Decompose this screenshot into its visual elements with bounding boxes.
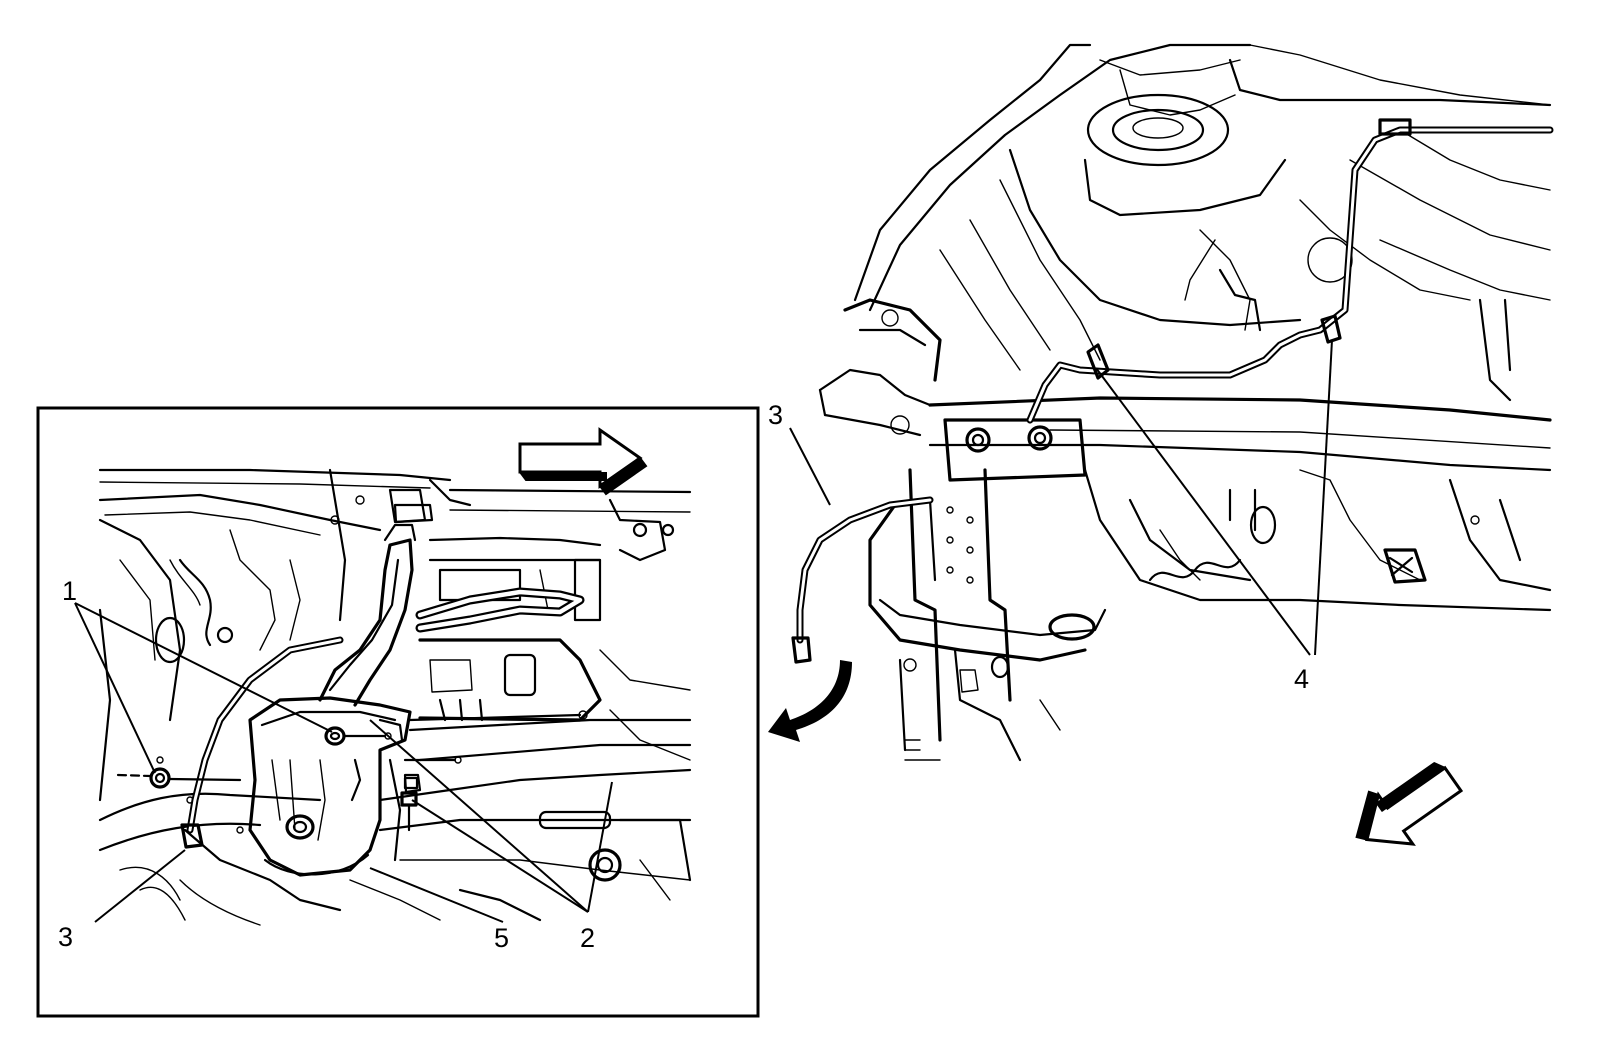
callout-2: 2: [580, 923, 595, 953]
direction-arrow-right-icon: [518, 427, 648, 496]
inset-view: [36, 406, 760, 1018]
callout-1: 1: [62, 576, 77, 606]
callout-5: 5: [494, 923, 509, 953]
nut-item-1-b: [116, 767, 242, 789]
curved-arrow-down-left-icon: [768, 660, 852, 742]
callout-3-main: 3: [768, 400, 783, 430]
inset-frame: [36, 406, 760, 1018]
callout-4: 4: [1294, 664, 1309, 694]
callout-3-inset: 3: [58, 922, 73, 952]
main-view-leaders: [789, 339, 1333, 656]
direction-arrow-down-left-icon: [1355, 761, 1464, 846]
nut-item-1-a: [324, 726, 392, 746]
main-view-engine-compartment: [768, 43, 1554, 762]
